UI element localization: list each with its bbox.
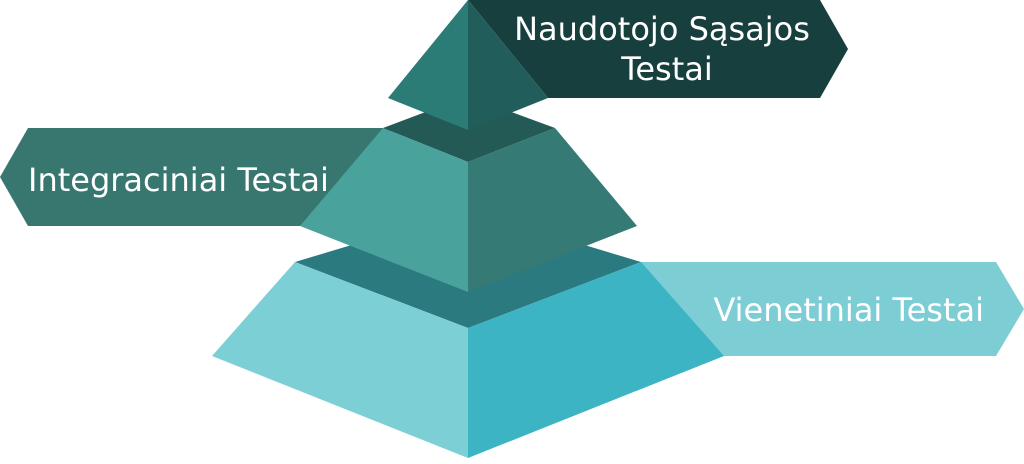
bottom-tier-left-face (212, 262, 468, 458)
top-tier-label-line1: Naudotojo Sąsajos (514, 10, 810, 48)
top-tier-label-line2: Testai (620, 50, 713, 88)
top-tier-right-face (468, 0, 548, 130)
bottom-tier-label: Vienetiniai Testai (713, 291, 984, 329)
bottom-tier-right-face (468, 262, 724, 458)
middle-tier-left-face (300, 128, 468, 292)
top-tier-left-face (388, 0, 468, 130)
middle-tier-right-face (468, 128, 637, 292)
top-tier-banner (468, 0, 848, 98)
bottom-tier-banner (640, 262, 1024, 356)
middle-tier-label: Integraciniai Testai (28, 161, 329, 199)
middle-tier-banner (0, 128, 390, 226)
